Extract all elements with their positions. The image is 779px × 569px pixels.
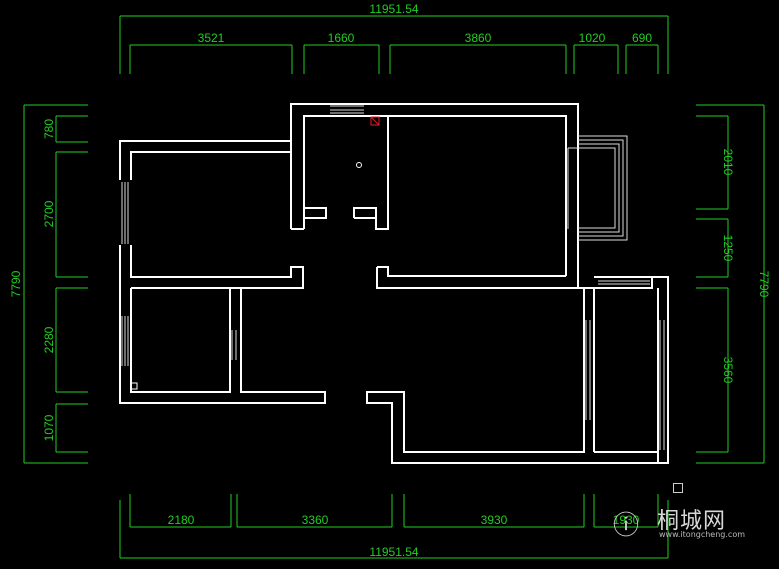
top-dim-1: 3521 bbox=[198, 31, 225, 45]
corner-marker bbox=[130, 382, 138, 390]
left-dim-2: 2700 bbox=[42, 200, 56, 227]
right-dim-2: 1250 bbox=[721, 235, 735, 262]
watermark-url: www.itongcheng.com bbox=[659, 530, 746, 539]
left-dim-1: 780 bbox=[42, 119, 56, 139]
overall-width-top: 11951.54 bbox=[369, 2, 418, 16]
bottom-dim-1: 2180 bbox=[168, 513, 195, 527]
top-dim-5: 690 bbox=[632, 31, 652, 45]
right-dim-1: 2010 bbox=[721, 149, 735, 176]
left-dim-4: 1070 bbox=[42, 414, 56, 441]
walls bbox=[119, 103, 669, 464]
left-dim-3: 2280 bbox=[42, 326, 56, 353]
red-marker bbox=[370, 116, 380, 126]
overall-width-bottom: 11951.54 bbox=[369, 545, 418, 559]
top-dim-3: 3860 bbox=[465, 31, 492, 45]
right-dim-3: 3560 bbox=[721, 357, 735, 384]
bottom-dim-2: 3360 bbox=[302, 513, 329, 527]
watermark-name: 桐城网 bbox=[657, 509, 727, 534]
top-dim-4: 1020 bbox=[579, 31, 606, 45]
overall-height-left: 7790 bbox=[9, 270, 23, 297]
watermark: ⓘ 桐城网 www.itongcheng.com bbox=[613, 483, 753, 543]
bottom-dim-4: 1930 bbox=[613, 513, 640, 527]
bottom-dim-3: 3930 bbox=[481, 513, 508, 527]
overall-height-right: 7790 bbox=[757, 271, 771, 298]
windows bbox=[121, 105, 665, 450]
dimension-lines bbox=[23, 15, 765, 559]
center-point-marker bbox=[356, 162, 362, 168]
watermark-logo-icon: ⓘ bbox=[613, 511, 640, 541]
top-dim-2: 1660 bbox=[328, 31, 355, 45]
bay-window bbox=[567, 135, 628, 241]
watermark-box bbox=[673, 483, 683, 493]
